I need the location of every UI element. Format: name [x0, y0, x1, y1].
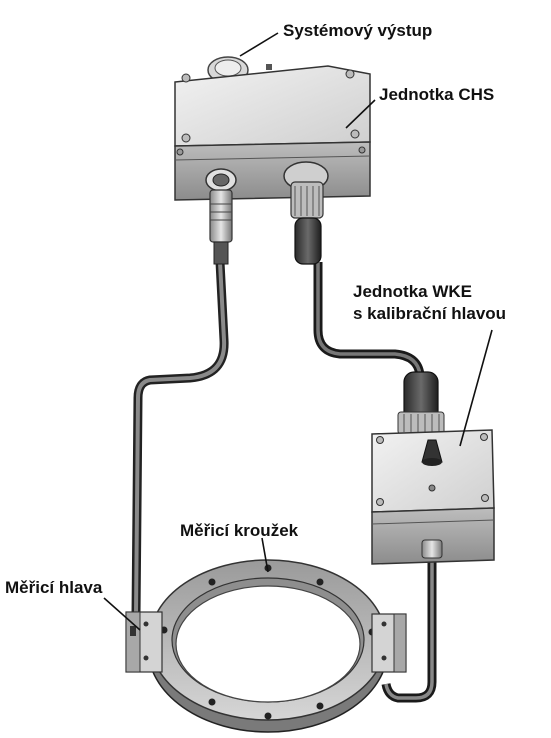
label-measuring-ring: Měřicí kroužek — [180, 521, 299, 540]
leader-wke-unit — [459, 329, 493, 447]
leader-system-output — [239, 32, 279, 57]
label-chs-unit: Jednotka CHS — [379, 85, 495, 104]
wke-unit — [371, 371, 495, 565]
cable-chs-to-wke — [313, 262, 425, 376]
wke-cable-plug-chs — [290, 181, 324, 265]
cable-to-measuring-head — [131, 261, 229, 616]
chs-unit — [174, 56, 371, 201]
label-measuring-head: Měřicí hlava — [5, 578, 103, 597]
leader-measuring-ring — [261, 537, 269, 573]
label-system-output: Systémový výstup — [283, 21, 433, 40]
ring-clamp-block — [371, 613, 407, 673]
label-wke-unit: Jednotka WKE s kalibrační hlavou — [353, 282, 507, 323]
measuring-head-plug — [209, 189, 233, 265]
cable-wke-to-ring — [381, 555, 437, 703]
leader-chs-unit — [345, 99, 376, 129]
measuring-head-block — [125, 611, 163, 673]
leader-measuring-head — [103, 597, 141, 631]
measuring-ring — [125, 559, 407, 733]
